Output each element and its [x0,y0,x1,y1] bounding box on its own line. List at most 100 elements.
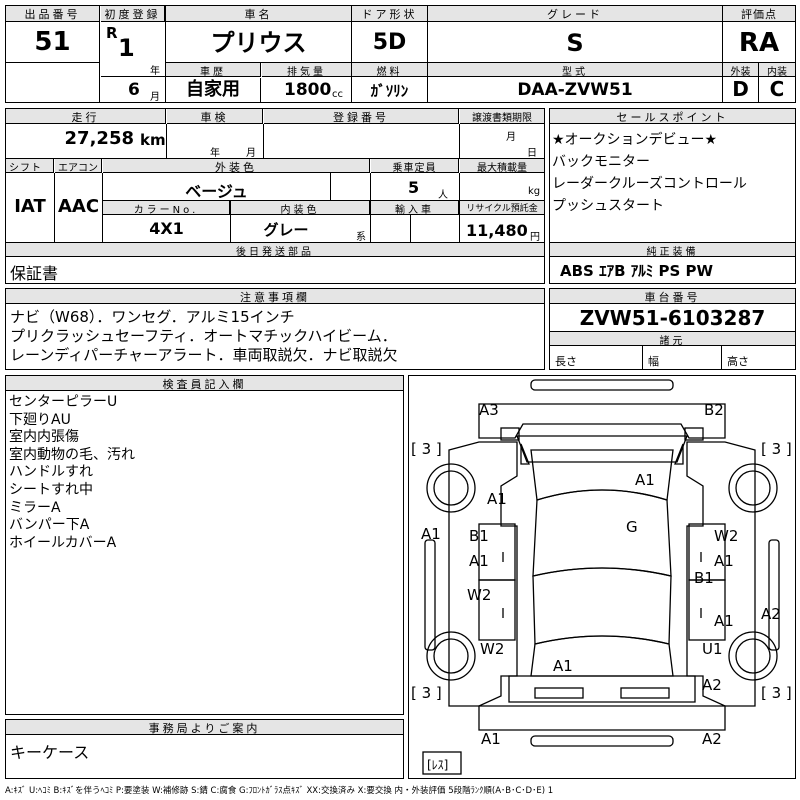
car-name-label: 車名 [166,6,351,22]
sales-point-item: ★オークションデビュー★ [552,132,718,148]
reg-divider [101,76,165,77]
displacement-label: 排気量 [262,63,351,78]
mileage-unit: km [140,131,166,149]
damage-mark: A1 [553,657,573,675]
damage-mark: A1 [469,552,489,570]
sales-points-list: ★オークションデビュー★ バックモニター レーダークルーズコントロール プッシュ… [552,129,747,217]
vehicle-details-panel [5,108,545,284]
dims-label: 諸元 [550,332,795,347]
divider [102,173,103,242]
damage-legend: A:ｷｽﾞ U:ﾍｺﾐ B:ｷｽﾞを伴うﾍｺﾐ P:要塗装 W:補修跡 S:錆 … [5,786,554,796]
height-label: 高さ [727,355,749,368]
divider [459,173,460,242]
damage-mark: [ 3 ] [411,440,442,458]
damage-mark: A1 [635,471,655,489]
vehicle-header-panel [5,5,796,103]
divider [330,173,331,200]
chassis-number: ZVW51-6103287 [579,306,766,330]
inspector-line: ミラーA [9,499,61,516]
first-registration-year: 1 [118,34,135,62]
sales-points-panel [549,108,796,284]
later-parts-label: 後日発送部品 [6,243,544,258]
note-line: レーンディパーチャーアラート．車両取説欠．ナビ取説欠 [10,346,398,364]
lot-number-blank [6,62,100,102]
notes-label: 注意事項欄 [6,289,544,304]
lot-number-label: 出品番号 [6,6,100,22]
divider [370,173,371,242]
damage-mark: B2 [704,401,724,419]
damage-mark: A2 [702,730,722,748]
divider [166,62,351,63]
interior-grade: C [769,77,785,101]
divider [166,124,167,158]
shift: IAT [14,196,46,217]
divider [723,62,795,63]
transfer-month-unit: 月 [506,132,516,143]
color-no-label: カラーNo. [103,201,230,216]
note-line: プリクラッシュセーフティ．オートマチックハイビーム． [10,327,397,345]
notes-panel [5,288,545,370]
displacement: 1800 [284,80,332,100]
history: 自家用 [166,78,261,102]
inspector-line: シートすれ中 [9,481,93,498]
damage-mark: G [626,518,638,536]
grade: S [566,29,584,57]
damage-mark: [ 3 ] [761,440,792,458]
inspection-month-unit: 月 [246,148,256,159]
lot-number: 51 [6,22,100,62]
damage-mark: [ 3 ] [411,684,442,702]
damage-mark: A1 [714,612,734,630]
fuel: ｶﾞｿﾘﾝ [370,82,409,100]
damage-mark: A1 [481,730,501,748]
inspector-line: バンパー下A [9,517,90,534]
damage-mark: A1 [714,552,734,570]
month-unit: 月 [150,92,160,103]
damage-mark: B1 [469,527,489,545]
damage-mark: A2 [702,676,722,694]
damage-mark: W2 [480,640,505,658]
damage-mark: B1 [694,569,714,587]
first-registration-month: 6 [128,80,140,100]
inspector-line: ホイールカバーA [9,534,117,551]
damage-mark: A2 [761,605,781,623]
divider [721,346,722,369]
exterior-grade: D [723,76,759,102]
recycle-unit: 円 [530,232,540,243]
inspector-notes: センターピラーU 下廻りAU 室内内張傷 室内動物の毛、汚れ ハンドルすれ シー… [9,394,135,552]
air-conditioner: AAC [57,196,100,217]
int-color-label: 内装色 [231,201,370,216]
door-label: ドア形状 [352,6,427,22]
inspection-year-unit: 年 [210,148,220,159]
first-registration-label: 初度登録 [101,6,165,22]
interior-label: 内装 [759,63,795,78]
first-registration-era: R [106,24,118,42]
score-label: 評価点 [723,6,795,22]
displacement-unit: cc [332,89,343,100]
ac-label: エアコン [55,159,102,174]
divider [459,124,460,158]
auction-score: RA [738,28,780,58]
transfer-deadline-label: 譲渡書類期限 [460,109,544,124]
divider [352,62,427,63]
sales-points-label: セールスポイント [550,109,795,124]
fuel-label: 燃料 [352,63,427,78]
damage-mark: A1 [421,525,441,543]
car-name: プリウス [210,29,307,57]
shift-label: シフト [6,159,54,174]
inspector-line: 室内動物の毛、汚れ [9,446,135,463]
model-code: DAA-ZVW51 [517,80,633,100]
divider [6,158,544,159]
ext-color-label: 外装色 [103,159,370,174]
interior-color: グレー [263,221,309,239]
year-unit: 年 [150,66,160,77]
office-label: 事務局よりご案内 [6,720,403,735]
divider [103,200,544,201]
divider [550,242,795,243]
note-line: ナビ（W68）．ワンセグ．アルミ15インチ [10,308,295,326]
divider [165,6,166,102]
damage-mark: A3 [479,401,499,419]
later-parts-value: 保証書 [10,264,59,283]
divider [54,173,55,242]
divider [427,6,428,102]
length-label: 長さ [555,355,577,368]
